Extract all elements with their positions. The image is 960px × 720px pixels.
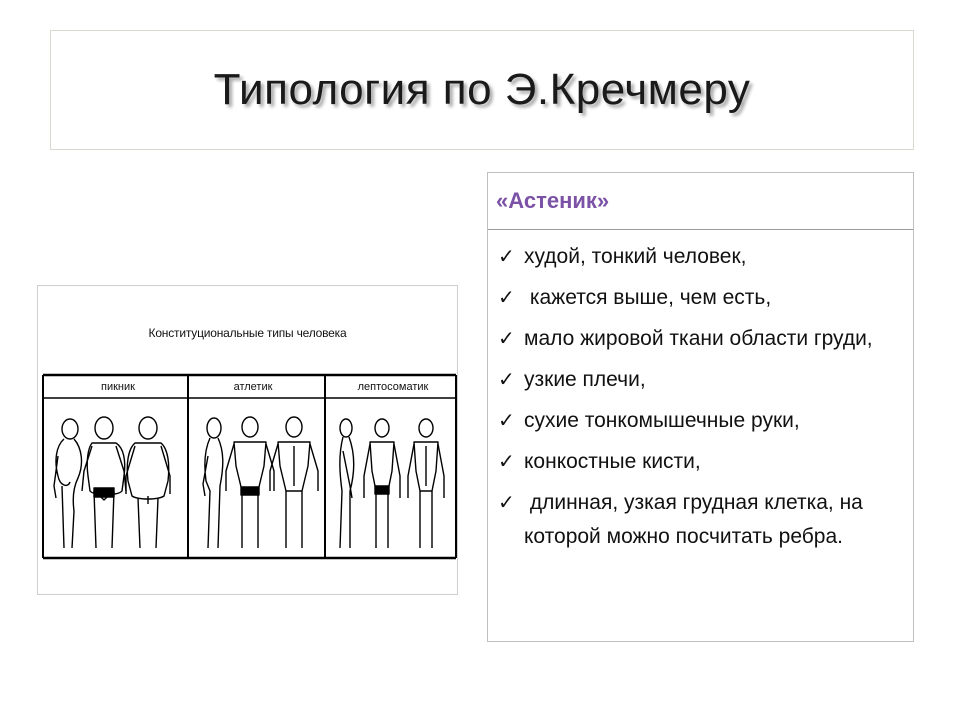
panel-heading: «Астеник» <box>496 188 610 213</box>
title-box: Типология по Э.Кречмеру <box>50 30 914 150</box>
constitution-types-figure: Конституциональные типы человека пикник … <box>37 285 458 595</box>
checkmark-icon: ✓ <box>498 369 515 391</box>
panel-header: «Астеник» <box>488 173 913 230</box>
list-item: ✓ длинная, узкая грудная клетка, на кото… <box>498 486 903 554</box>
checkmark-icon: ✓ <box>498 328 515 350</box>
list-item: ✓конкостные кисти, <box>498 445 903 479</box>
figure-label-atletik: атлетик <box>233 381 273 393</box>
list-item: ✓ кажется выше, чем есть, <box>498 281 903 315</box>
body-types-illustration <box>42 373 457 560</box>
checkmark-icon: ✓ <box>498 410 515 432</box>
figure-label-piknik: пикник <box>101 381 135 393</box>
figure-label-leptosomatik: лептосоматик <box>357 381 429 393</box>
checkmark-icon: ✓ <box>498 451 515 473</box>
list-item: ✓мало жировой ткани области груди, <box>498 322 903 356</box>
checkmark-icon: ✓ <box>498 246 515 268</box>
list-item: ✓сухие тонкомышечные руки, <box>498 404 903 438</box>
list-item: ✓узкие плечи, <box>498 363 903 397</box>
checkmark-icon: ✓ <box>498 287 515 309</box>
traits-list: ✓худой, тонкий человек, ✓ кажется выше, … <box>488 230 913 554</box>
list-item: ✓худой, тонкий человек, <box>498 240 903 274</box>
astenik-panel: «Астеник» ✓худой, тонкий человек, ✓ каже… <box>487 172 914 642</box>
checkmark-icon: ✓ <box>498 492 515 514</box>
figure-title: Конституциональные типы человека <box>148 326 347 340</box>
slide-title: Типология по Э.Кречмеру <box>213 65 751 114</box>
